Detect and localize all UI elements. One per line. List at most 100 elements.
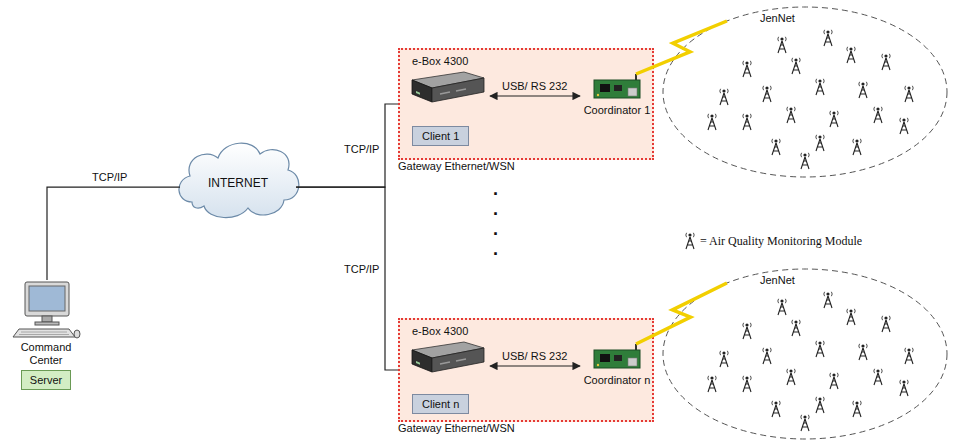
sensor-icon xyxy=(847,47,855,63)
computer-icon-part xyxy=(74,330,80,338)
network-ellipse xyxy=(663,7,947,177)
sensor-icon xyxy=(801,153,809,169)
gate-node: Gateway Ethernet/WSNe-Box 4300Client nCo… xyxy=(398,318,654,422)
sensor-icon xyxy=(874,369,882,385)
station-label: Command Center xyxy=(15,341,77,367)
client-node: Client n xyxy=(412,394,469,414)
sensor-icon xyxy=(816,397,824,413)
sensor-icon xyxy=(787,107,795,123)
coordinator-board-part xyxy=(600,84,610,92)
coordinator-label: Coordinator n xyxy=(584,373,651,387)
edge-label: TCP/IP xyxy=(90,171,129,184)
connector-line xyxy=(490,365,580,366)
edge-label-holder: USB/ RS 232 xyxy=(500,80,569,93)
coordinator-board xyxy=(592,74,642,100)
client-node: Client 1 xyxy=(412,126,469,146)
cloud-node: INTERNET xyxy=(172,132,304,224)
sensor-icon xyxy=(816,79,824,95)
edge-label: USB/ RS 232 xyxy=(500,350,569,363)
center-node: Command CenterServer xyxy=(6,280,86,396)
ebox-device-part xyxy=(432,348,484,372)
computer-icon-part xyxy=(35,322,59,325)
computer-icon-part xyxy=(42,316,52,322)
sensor-icon xyxy=(686,233,694,249)
edge-label-holder: TCP/IP xyxy=(342,263,381,276)
connector-line xyxy=(296,104,398,187)
gateway-caption: Gateway Ethernet/WSN xyxy=(398,422,515,435)
network-region xyxy=(660,266,950,442)
edge-label: TCP/IP xyxy=(342,263,381,276)
ellipsis-dot: . xyxy=(493,220,498,238)
sensor-icon xyxy=(859,344,867,360)
ebox-device-part xyxy=(440,359,466,364)
ebox-device-part xyxy=(432,78,484,102)
sensor-icon xyxy=(763,86,771,102)
ellipsis-holder: . xyxy=(493,180,498,198)
coordinator-board-part xyxy=(628,88,637,96)
computer-icon xyxy=(11,280,81,340)
sensor-icon xyxy=(853,401,861,417)
ellipsis-dot: . xyxy=(493,240,498,258)
ellipsis-holder: . xyxy=(493,220,498,238)
client-label: Client 1 xyxy=(422,129,459,143)
ebox-node: e-Box 4300 xyxy=(406,324,490,376)
sensor-icon xyxy=(743,61,751,77)
ebox-device-part xyxy=(416,361,420,365)
sensor-icon xyxy=(708,376,716,392)
sensor-icon xyxy=(778,299,786,315)
ebox-node: e-Box 4300 xyxy=(406,54,490,106)
network-label: JenNet xyxy=(760,274,795,287)
sensor-icon xyxy=(830,373,838,389)
sensor-icon xyxy=(847,309,855,325)
sensor-icon xyxy=(743,114,751,130)
sensor-icon xyxy=(882,316,890,332)
legend-text: = Air Quality Monitoring Module xyxy=(700,234,862,248)
computer-icon-part xyxy=(13,329,75,337)
sensor-icon xyxy=(772,401,780,417)
server-box: Server xyxy=(21,370,71,390)
legend-row: = Air Quality Monitoring Module xyxy=(684,232,862,250)
coordinator-board-part xyxy=(594,350,640,368)
network-label: JenNet xyxy=(760,12,795,25)
ellipsis-holder: . xyxy=(493,200,498,218)
ebox-device-part xyxy=(412,80,432,102)
coordinator-board xyxy=(592,344,642,370)
coordinator-board-part xyxy=(594,80,640,98)
sensor-icon xyxy=(763,348,771,364)
sensor-icon xyxy=(792,320,800,336)
coordinator-board-part xyxy=(614,355,622,361)
coordinator-board-part xyxy=(597,364,599,366)
coordinator-board-part xyxy=(597,94,599,96)
cloud-label: INTERNET xyxy=(208,166,268,190)
ellipsis-dot: . xyxy=(493,180,498,198)
device-label: e-Box 4300 xyxy=(412,54,468,68)
edge-label-holder: TCP/IP xyxy=(342,143,381,156)
wireless-bolt xyxy=(636,21,727,74)
sensor-icon xyxy=(853,139,861,155)
sensor-icon xyxy=(743,376,751,392)
coordinator-label: Coordinator 1 xyxy=(584,103,651,117)
computer-icon-part xyxy=(19,332,69,335)
sensor-icon xyxy=(708,114,716,130)
sensor-icon xyxy=(772,139,780,155)
sensor-icon xyxy=(824,292,832,308)
ebox-device xyxy=(406,340,486,374)
coordinator-board-part xyxy=(628,358,637,366)
sensor-icon xyxy=(874,107,882,123)
device-label: e-Box 4300 xyxy=(412,324,468,338)
sensor-icon xyxy=(900,380,908,396)
sensor-icon xyxy=(816,135,824,151)
ellipsis-holder: . xyxy=(493,240,498,258)
connector-line xyxy=(296,187,398,370)
coordinator-board-part xyxy=(614,85,622,91)
ebox-device-part xyxy=(440,89,466,94)
sensor-icon xyxy=(778,37,786,53)
computer-icon-part xyxy=(29,286,65,311)
edge-label-holder: USB/ RS 232 xyxy=(500,350,569,363)
ellipsis-dot: . xyxy=(493,200,498,218)
sensor-icon xyxy=(859,82,867,98)
sensor-icon xyxy=(830,111,838,127)
gate-node: Gateway Ethernet/WSNe-Box 4300Client 1Co… xyxy=(398,48,654,160)
